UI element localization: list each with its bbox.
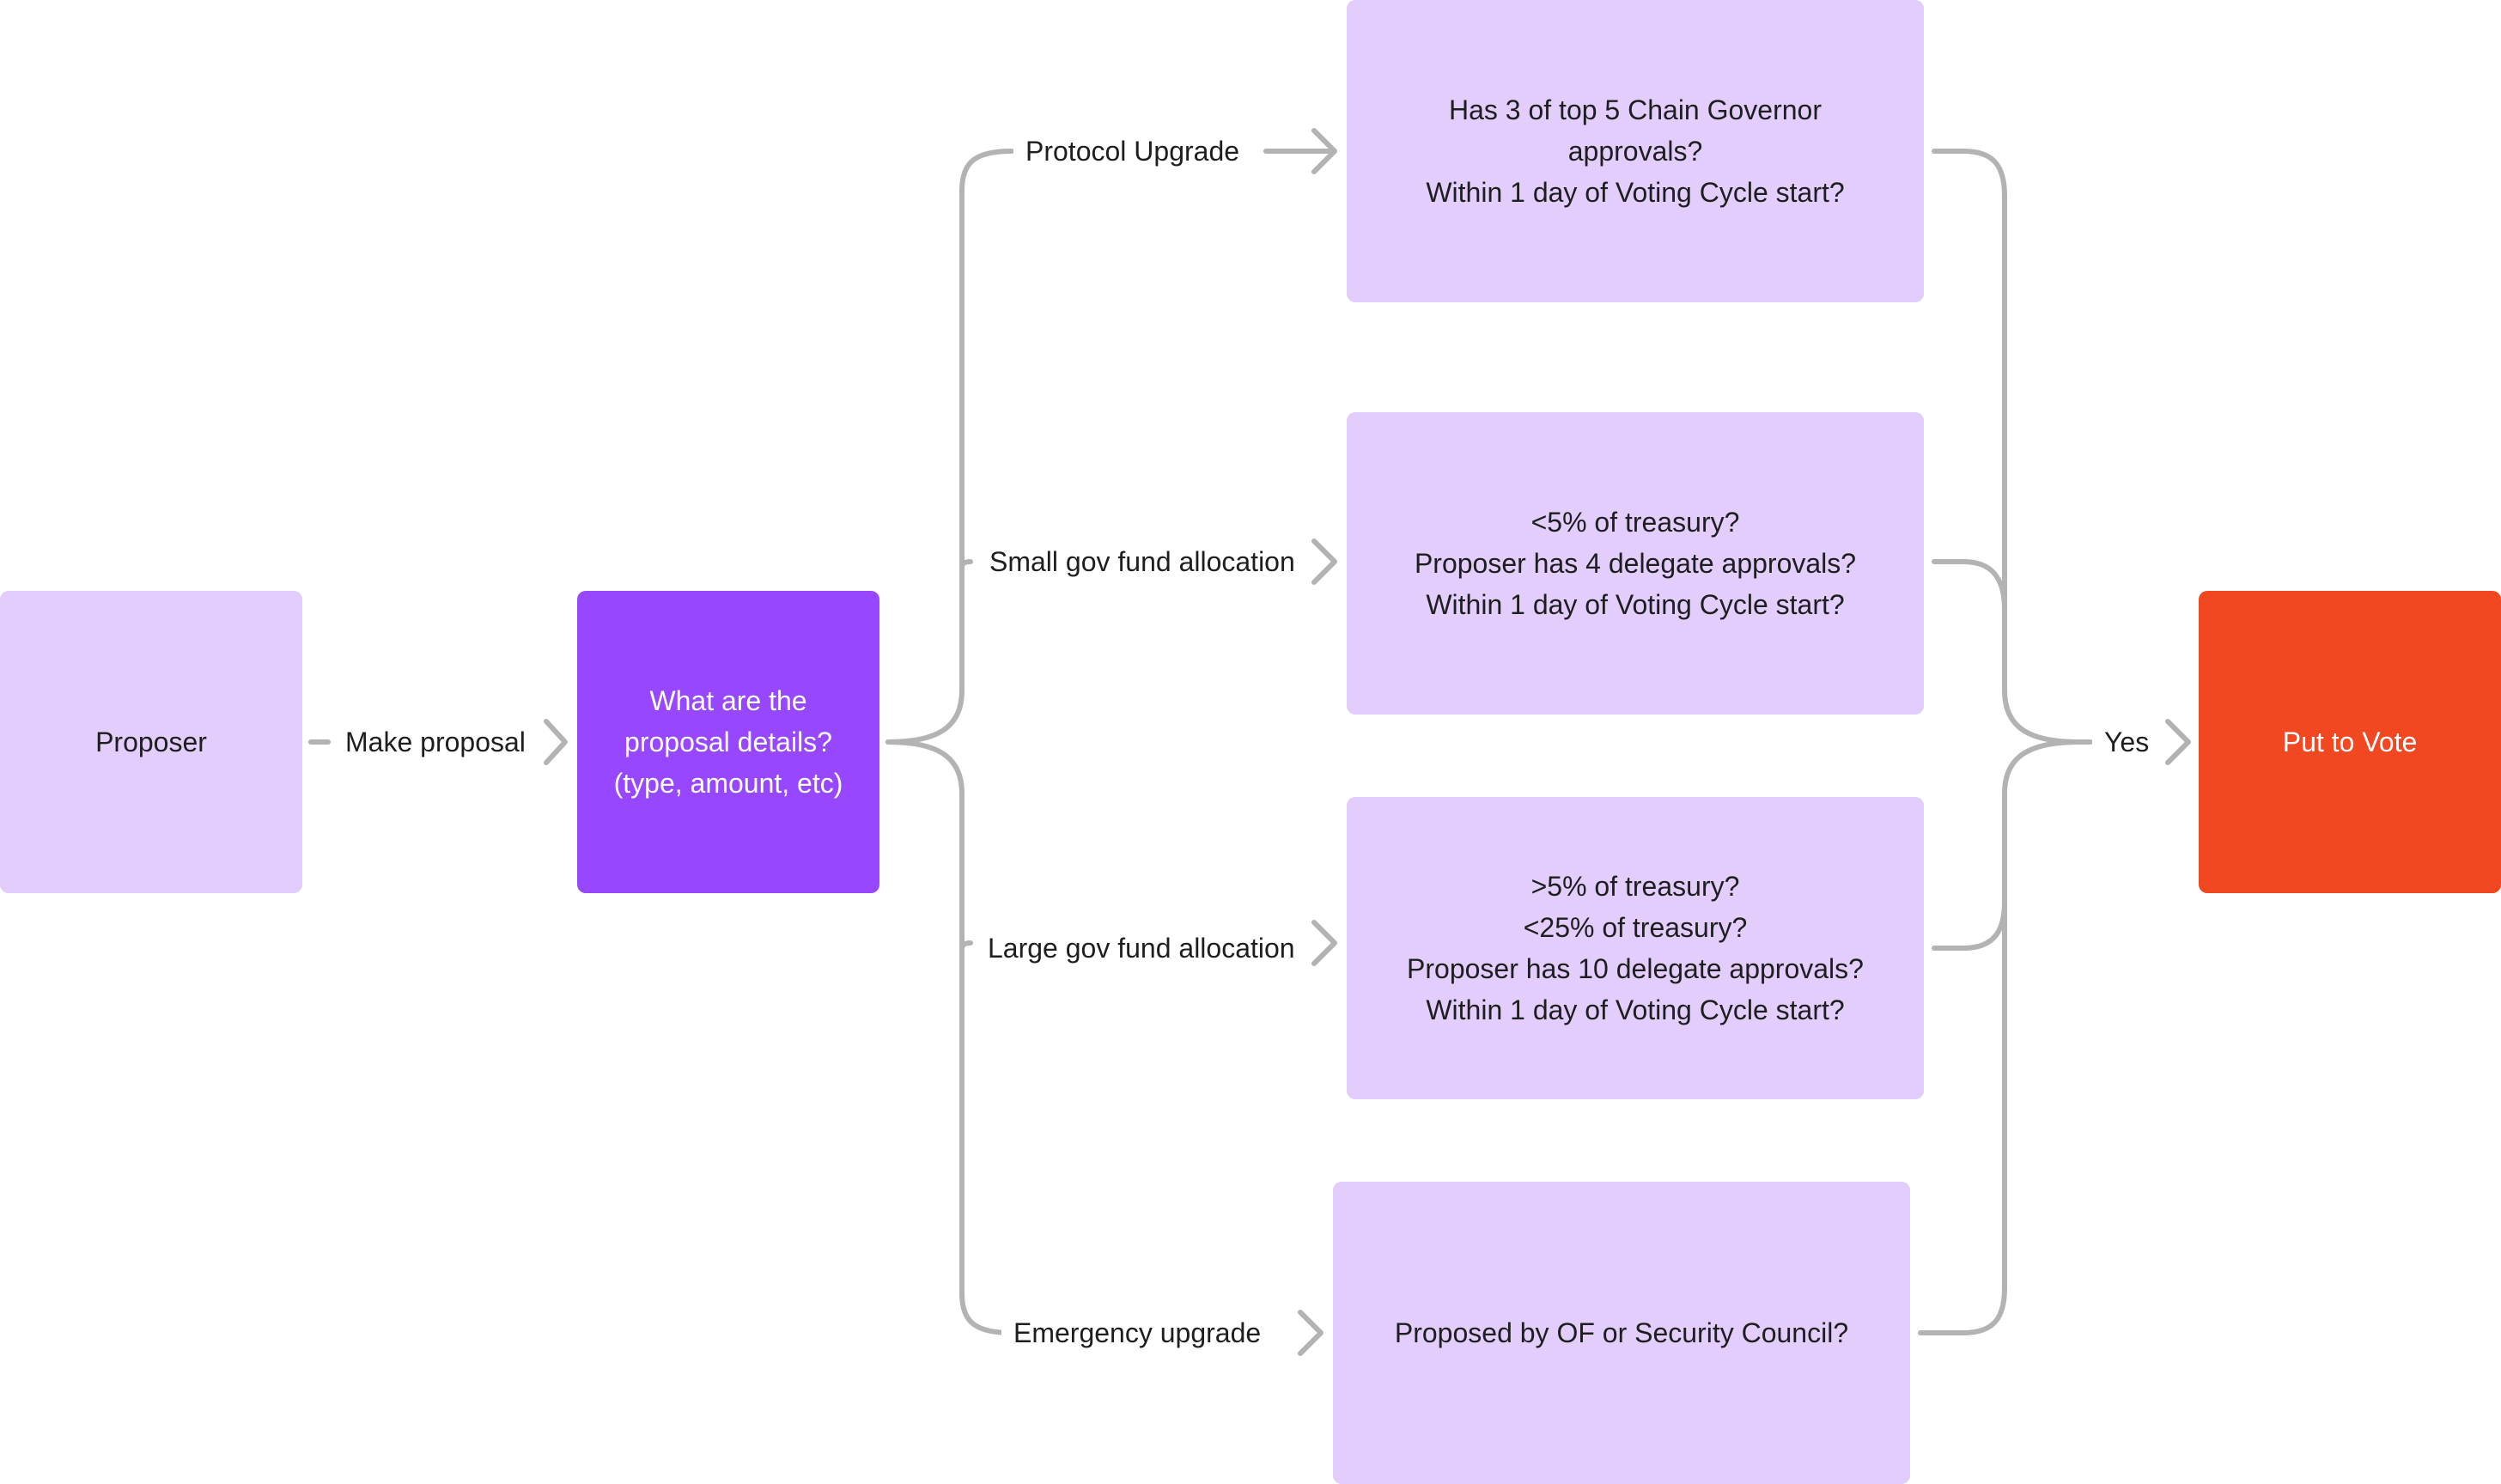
protocol-upgrade-condition-node: Has 3 of top 5 Chain Governor approvals?…: [1347, 0, 1924, 302]
edge-label-small-fund: Small gov fund allocation: [977, 541, 1307, 582]
protocol-condition-line-1: Has 3 of top 5 Chain Governor: [1448, 94, 1822, 125]
edge-label-yes: Yes: [2092, 721, 2162, 763]
large-fund-condition-line-1: >5% of treasury?: [1530, 871, 1740, 902]
arrowhead-small: [1311, 538, 1337, 585]
connector-merge-large: [1932, 899, 2007, 951]
edge-label-emergency-upgrade: Emergency upgrade: [1001, 1312, 1274, 1353]
small-fund-condition-line-1: <5% of treasury?: [1530, 507, 1740, 538]
large-fund-condition-line-3: Proposer has 10 delegate approvals?: [1407, 953, 1864, 984]
large-fund-condition-line-2: <25% of treasury?: [1523, 912, 1748, 943]
proposal-details-node: What are the proposal details? (type, am…: [577, 591, 879, 893]
emergency-condition-node: Proposed by OF or Security Council?: [1333, 1182, 1910, 1484]
connector-branch-small: [959, 559, 973, 569]
connector-branch-emergency: [885, 739, 1014, 1335]
protocol-condition-line-2: approvals?: [1567, 136, 1703, 167]
proposal-details-line-3: (type, amount, etc): [613, 768, 843, 799]
proposer-node: Proposer: [0, 591, 302, 893]
connector-branch-protocol: [885, 149, 1014, 745]
large-fund-condition-line-4: Within 1 day of Voting Cycle start?: [1426, 994, 1845, 1025]
connector-merge-emergency: [1918, 739, 2081, 1335]
proposal-details-line-1: What are the: [649, 685, 807, 716]
small-fund-condition-line-3: Within 1 day of Voting Cycle start?: [1426, 589, 1845, 620]
put-to-vote-node: Put to Vote: [2199, 591, 2501, 893]
edge-label-make-proposal: Make proposal: [333, 721, 538, 763]
proposal-details-line-2: proposal details?: [624, 727, 832, 757]
connector-merge-small: [1932, 559, 2007, 612]
arrowhead-large: [1311, 920, 1337, 966]
protocol-condition-line-3: Within 1 day of Voting Cycle start?: [1426, 177, 1845, 208]
arrowhead-protocol: [1311, 128, 1337, 174]
put-to-vote-line: Put to Vote: [2282, 727, 2418, 757]
arrowhead-yes: [2165, 719, 2191, 765]
proposer-node-line: Proposer: [95, 727, 207, 757]
arrowhead-emergency: [1298, 1310, 1324, 1356]
edge-label-protocol-upgrade: Protocol Upgrade: [1013, 131, 1252, 172]
arrowhead-make-proposal: [544, 719, 568, 765]
small-fund-condition-line-2: Proposer has 4 delegate approvals?: [1414, 548, 1857, 579]
edge-label-large-fund: Large gov fund allocation: [976, 928, 1307, 969]
small-fund-condition-node: <5% of treasury? Proposer has 4 delegate…: [1347, 412, 1924, 715]
large-fund-condition-node: >5% of treasury? <25% of treasury? Propo…: [1347, 797, 1924, 1099]
emergency-condition-line-1: Proposed by OF or Security Council?: [1394, 1317, 1849, 1348]
connector-merge-protocol: [1932, 149, 2081, 745]
